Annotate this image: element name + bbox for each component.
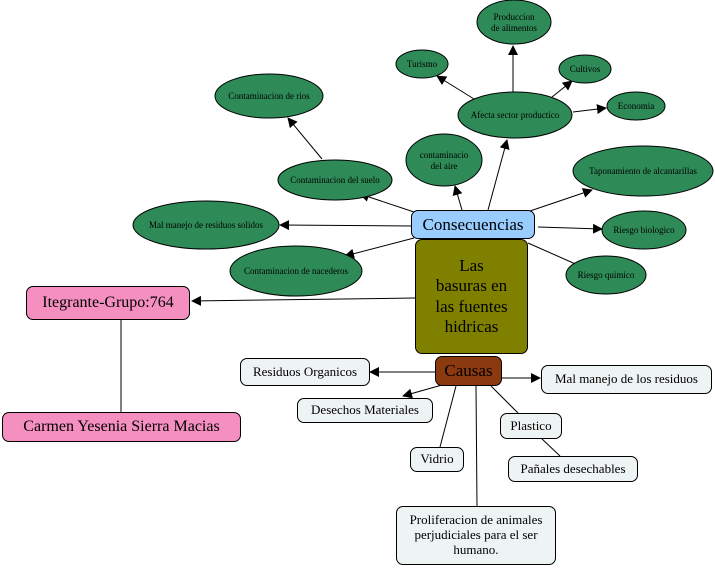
edge-sector-to-cultivos (551, 80, 573, 98)
central-topic-node[interactable]: Las basuras en las fuentes hidricas (415, 239, 528, 354)
cause-plastico[interactable]: Plastico (500, 413, 562, 439)
node-turismo[interactable]: Turismo (395, 49, 449, 79)
node-label: Riesgo quimico (578, 270, 635, 280)
cause-residuos-organicos[interactable]: Residuos Organicos (240, 358, 370, 386)
edge-to-aire (452, 185, 463, 211)
node-contaminacion-suelo[interactable]: Contaminacion del suelo (277, 159, 393, 201)
node-taponamiento[interactable]: Taponamiento de alcantarillas (572, 145, 714, 197)
edge-plastico-to-panales (540, 437, 561, 457)
node-label: Riesgo biologico (613, 225, 675, 235)
cause-desechos-materiales[interactable]: Desechos Materiales (297, 398, 433, 423)
node-label: Economia (618, 101, 655, 111)
edges-causas (369, 367, 561, 507)
node-contaminacion-nacederos[interactable]: Contaminacion de nacederos (229, 245, 363, 297)
node-label: Taponamiento de alcantarillas (589, 166, 697, 176)
node-label: Afecta sector productico (471, 110, 560, 120)
cause-vidrio[interactable]: Vidrio (410, 447, 464, 472)
node-contaminacion-aire[interactable]: contaminacio del aire (405, 133, 483, 187)
edge-to-sector (487, 139, 510, 211)
member-node[interactable]: Carmen Yesenia Sierra Macias (2, 412, 241, 442)
causas-node[interactable]: Causas (435, 356, 502, 386)
edge-sector-to-turismo (436, 75, 475, 100)
edge-to-riesgo-quimico (527, 242, 581, 267)
node-riesgo-biologico[interactable]: Riesgo biologico (601, 210, 687, 250)
node-riesgo-quimico[interactable]: Riesgo quimico (565, 255, 647, 295)
node-label: Mal manejo de residuos solidos (149, 220, 263, 230)
edge-suelo-to-rios (287, 117, 323, 160)
node-produccion-alimentos[interactable]: Produccion de alimentos (476, 0, 552, 45)
edge-to-mal-manejo (279, 220, 413, 231)
node-mal-manejo-solidos[interactable]: Mal manejo de residuos solidos (132, 200, 280, 250)
node-cultivos[interactable]: Cultivos (558, 54, 612, 84)
edges-consecuencias (120, 45, 607, 412)
node-contaminacion-rios[interactable]: Contaminacion de rios (214, 73, 324, 119)
edge-to-suelo (359, 192, 421, 215)
node-label: Cultivos (570, 64, 601, 74)
node-economia[interactable]: Economia (606, 91, 666, 121)
cause-proliferacion[interactable]: Proliferacion de animales perjudiciales … (396, 506, 556, 565)
node-label: Contaminacion del suelo (290, 175, 380, 185)
node-label: Contaminacion de nacederos (244, 266, 348, 276)
cause-panales[interactable]: Pañales desechables (508, 456, 638, 482)
consecuencias-node[interactable]: Consecuencias (411, 210, 535, 239)
edge-central-to-grupo (191, 295, 416, 306)
edge-to-plastico (490, 385, 519, 414)
node-label-line1: contaminacio (420, 150, 469, 160)
node-label-line1: Produccion (494, 12, 535, 22)
node-label: Turismo (407, 59, 438, 69)
edge-to-nacederos (344, 237, 415, 259)
edge-to-desechos (402, 384, 443, 399)
edge-to-vidrio (439, 385, 457, 448)
node-label: Contaminacion de rios (228, 91, 310, 101)
cause-mal-manejo-residuos[interactable]: Mal manejo de los residuos (541, 365, 712, 394)
edge-sector-to-economia (572, 104, 607, 115)
edge-to-riesgo-biologico (537, 223, 603, 234)
node-label-line2: del aire (431, 161, 458, 171)
edge-to-proliferacion (475, 385, 478, 507)
grupo-node[interactable]: Itegrante-Grupo:764 (26, 286, 190, 320)
node-afecta-sector[interactable]: Afecta sector productico (457, 91, 573, 139)
edge-to-taponamiento (529, 188, 593, 212)
node-label-line2: de alimentos (491, 23, 537, 33)
